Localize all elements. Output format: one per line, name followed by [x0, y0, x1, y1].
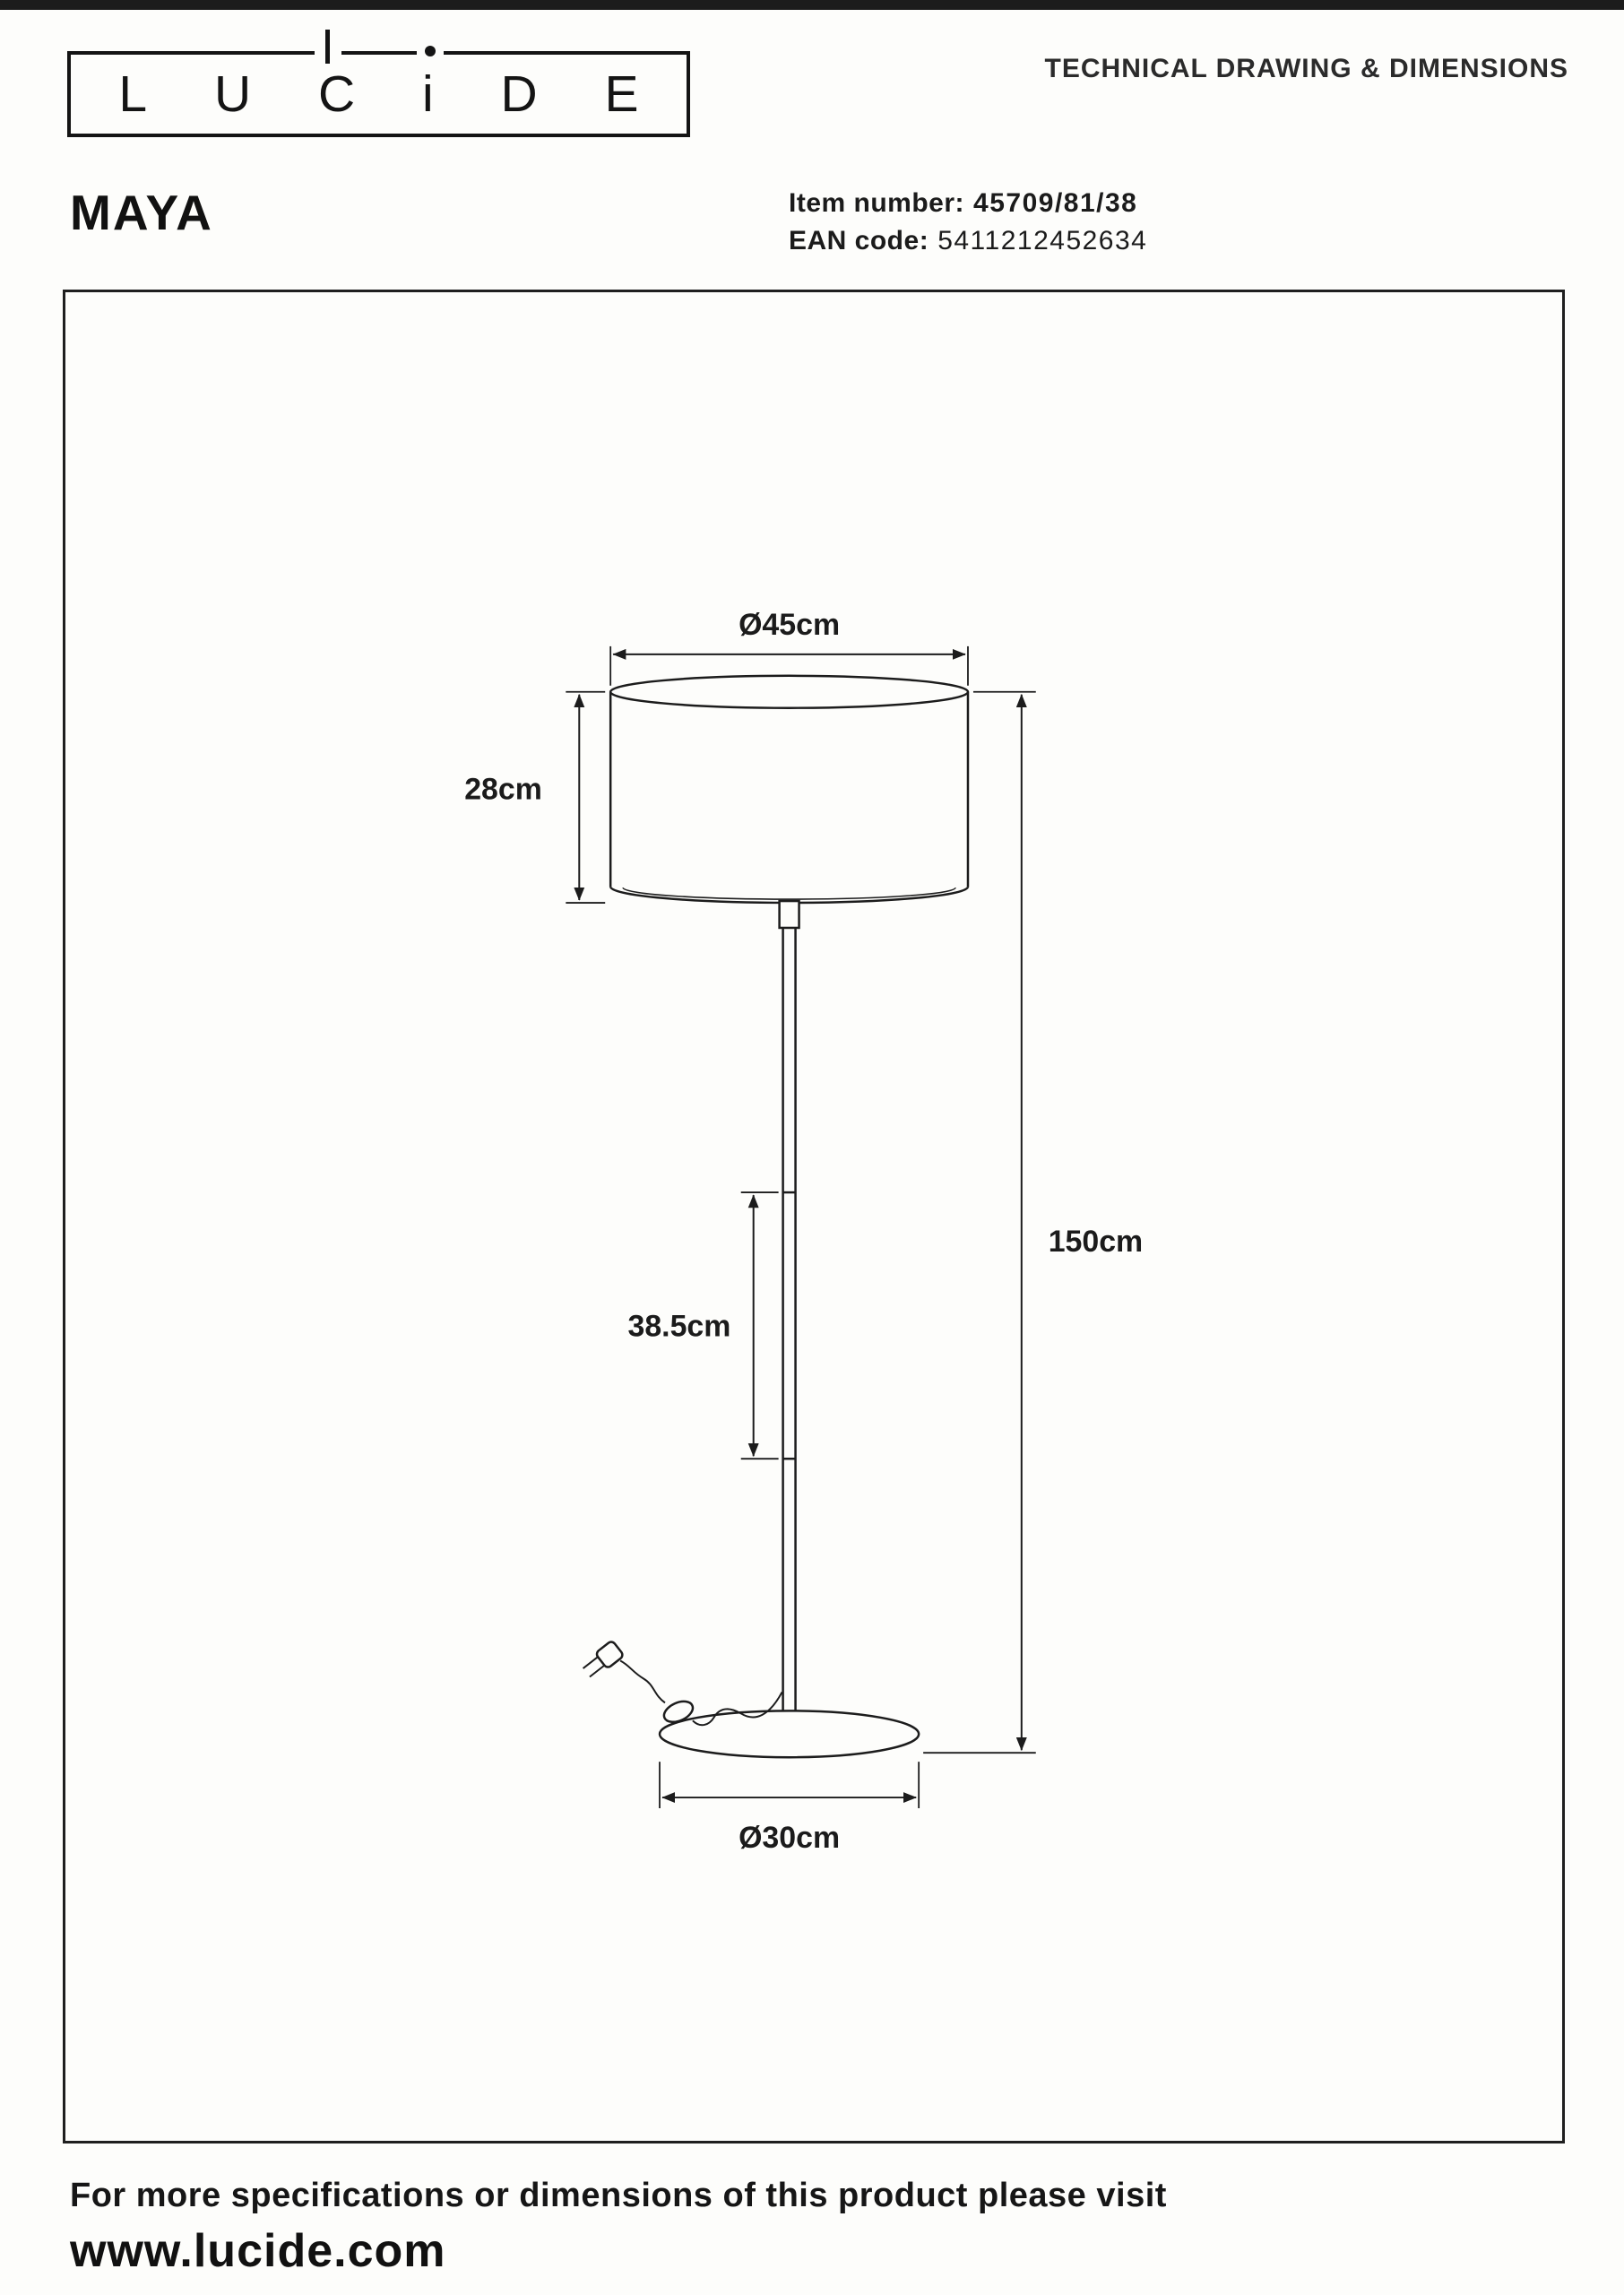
logo-letter: U: [213, 65, 252, 123]
dim-shade-diameter: Ø45cm: [609, 608, 969, 686]
cord-switch: [662, 1700, 695, 1724]
power-cord: [582, 1641, 783, 1727]
floor-lamp-technical-drawing: Ø45cm 28cm 38.5cm 150cm: [464, 608, 1143, 1855]
product-name: MAYA: [70, 185, 213, 240]
lampshade: [609, 674, 970, 905]
power-plug: [582, 1641, 624, 1678]
dim-label-total-height: 150cm: [1049, 1225, 1143, 1259]
lamp-base: [658, 1710, 920, 1759]
footer: For more specifications or dimensions of…: [70, 2177, 1167, 2278]
product-codes: Item number: 45709/81/38 EAN code: 5411212…: [789, 185, 1147, 260]
ean-label: EAN code:: [789, 226, 929, 255]
logo-c-accent-tick: [325, 30, 331, 64]
drawing-frame: Ø45cm 28cm 38.5cm 150cm: [63, 290, 1565, 2143]
logo-letter: E: [604, 65, 639, 123]
ean-row: EAN code: 5411212452634: [789, 222, 1147, 260]
top-edge-bar: [0, 0, 1624, 10]
dim-label-shade-height: 28cm: [464, 772, 542, 806]
logo-letter: i: [422, 65, 434, 123]
item-number-label: Item number:: [789, 188, 965, 218]
page-title: TECHNICAL DRAWING & DIMENSIONS: [1044, 54, 1568, 83]
dim-pole-segment: 38.5cm: [628, 1191, 779, 1460]
ean-value: 5411212452634: [937, 226, 1148, 255]
footer-text: For more specifications or dimensions of…: [70, 2177, 1167, 2214]
lamp-pole: [778, 899, 800, 1712]
logo-i-dot: [424, 46, 436, 56]
item-number-value: 45709/81/38: [973, 188, 1138, 218]
dim-total-height: 150cm: [923, 690, 1143, 1754]
dim-shade-height: 28cm: [464, 690, 606, 904]
dim-label-shade-diameter: Ø45cm: [739, 608, 840, 642]
logo-letter: D: [500, 65, 538, 123]
logo-letter: L: [118, 65, 148, 123]
footer-website: www.lucide.com: [70, 2225, 446, 2277]
item-number-row: Item number: 45709/81/38: [789, 185, 1147, 222]
dim-label-pole-segment: 38.5cm: [628, 1310, 731, 1344]
dim-label-base-diameter: Ø30cm: [739, 1821, 840, 1855]
dim-base-diameter: Ø30cm: [659, 1762, 920, 1855]
lucide-logo: L U C i D E: [67, 30, 690, 137]
logo-letter: C: [317, 65, 356, 123]
